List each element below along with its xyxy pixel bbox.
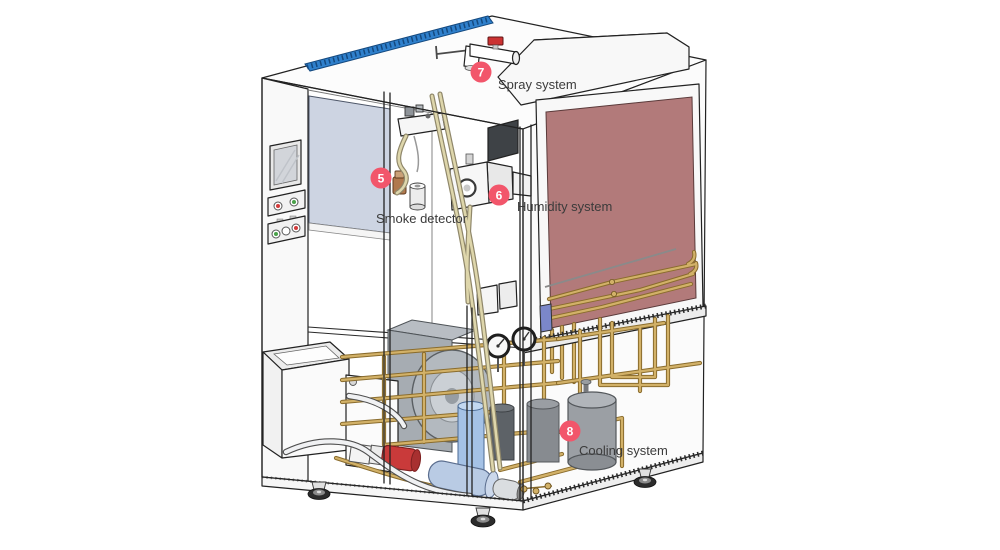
base-and-feet xyxy=(261,450,704,528)
callout-humidity-system: 6 Humidity system xyxy=(488,184,612,214)
callout-number-7: 7 xyxy=(478,66,485,80)
machine-compartment xyxy=(262,316,700,501)
callout-number-8: 8 xyxy=(567,425,574,439)
callouts: 5 Smoke detector 6 Humidity system 7 Spr… xyxy=(370,61,668,458)
panel-clip xyxy=(539,303,553,333)
callout-label-cooling-system: Cooling system xyxy=(579,443,668,458)
callout-label-smoke-detector: Smoke detector xyxy=(376,211,468,226)
compressor xyxy=(567,379,617,471)
viewport-panel xyxy=(487,119,519,162)
compressor-cluster xyxy=(526,398,560,463)
door-inner-panel xyxy=(308,95,391,241)
caster-foot-right xyxy=(633,468,657,488)
callout-circle-6 xyxy=(488,184,510,206)
callout-circle-8 xyxy=(559,420,581,442)
filter-cylinder xyxy=(427,460,525,501)
smoke-detector-assembly xyxy=(392,104,446,211)
indicator-white[interactable] xyxy=(281,226,291,236)
callout-label-spray-system: Spray system xyxy=(498,77,577,92)
callout-spray-system: 7 Spray system xyxy=(470,61,577,92)
callout-circle-5 xyxy=(370,167,392,189)
spray-valve xyxy=(487,36,504,46)
callout-number-5: 5 xyxy=(378,172,385,186)
callout-cooling-system: 8 Cooling system xyxy=(559,420,668,458)
caster-foot-left xyxy=(307,481,331,500)
caster-foot-front xyxy=(470,507,496,528)
callout-label-humidity-system: Humidity system xyxy=(517,199,612,214)
accumulator-cylinder-blue xyxy=(457,401,485,475)
spray-pipe xyxy=(435,36,521,71)
callout-circle-7 xyxy=(470,61,492,83)
control-panel xyxy=(267,139,306,245)
chamber-heat-panel xyxy=(535,83,704,382)
callout-smoke-detector: 5 Smoke detector xyxy=(370,167,468,226)
water-tank xyxy=(262,341,350,459)
spray-duct-box xyxy=(497,32,690,106)
callout-number-6: 6 xyxy=(496,189,503,203)
